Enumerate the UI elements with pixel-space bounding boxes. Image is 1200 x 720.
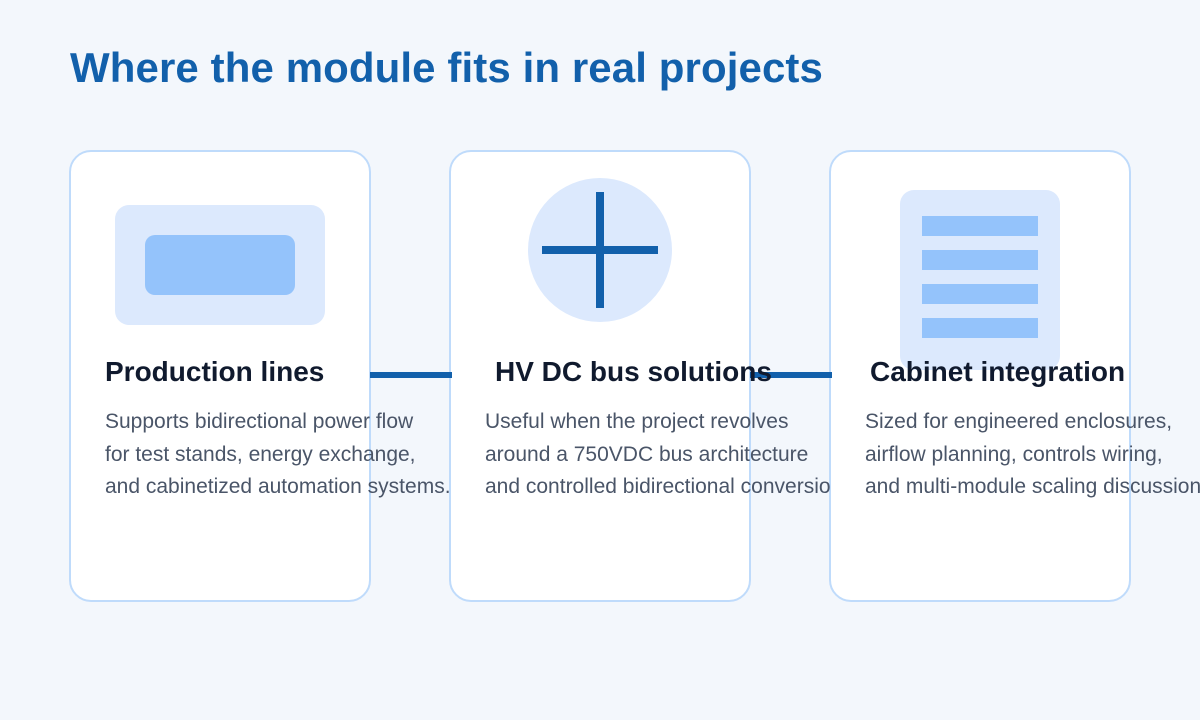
page-title: Where the module fits in real projects [70, 44, 823, 91]
card-description: Useful when the project revolves around … [485, 406, 830, 504]
description-line: and multi-module scaling discussions. [865, 475, 1200, 498]
description-line: for test stands, energy exchange, [105, 442, 416, 466]
description-line: airflow planning, controls wiring, [865, 442, 1163, 466]
description-line: Sized for engineered enclosures, [865, 410, 1173, 433]
description-line: and cabinetized automation systems. [105, 475, 450, 498]
connector-line [370, 372, 452, 378]
cabinet-icon [900, 190, 1060, 370]
description-line: around a 750VDC bus architecture [485, 442, 809, 466]
plus-icon-horizontal [542, 246, 658, 254]
description-line: and controlled bidirectional conversion. [485, 475, 830, 498]
cabinet-icon-shelf [922, 250, 1038, 270]
description-line: Supports bidirectional power flow [105, 410, 414, 433]
module-icon [115, 205, 325, 325]
card-description: Sized for engineered enclosures, airflow… [865, 406, 1200, 504]
plus-icon [528, 178, 672, 322]
card-title: HV DC bus solutions [495, 356, 772, 387]
module-icon-inner [145, 235, 295, 295]
description-line: Useful when the project revolves [485, 410, 789, 433]
cabinet-icon-shelf [922, 318, 1038, 338]
cabinet-icon-shelf [922, 216, 1038, 236]
cabinet-icon-shelf [922, 284, 1038, 304]
card-description: Supports bidirectional power flow for te… [105, 406, 450, 504]
card-title: Production lines [105, 356, 325, 387]
card-title: Cabinet integration [870, 356, 1126, 387]
connector-line [750, 372, 832, 378]
